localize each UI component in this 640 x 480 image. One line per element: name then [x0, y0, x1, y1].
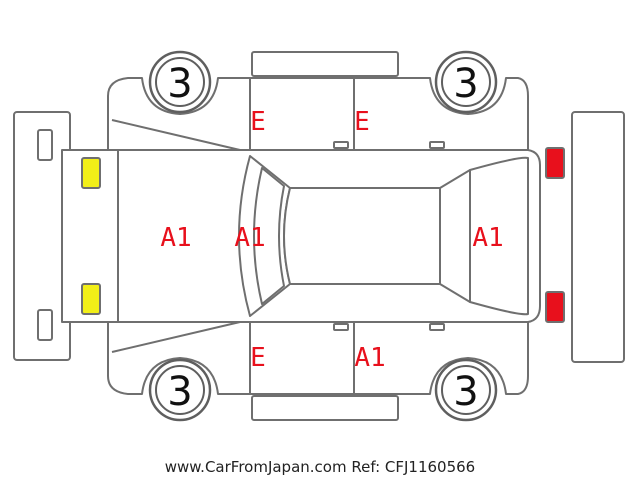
damage-code-rear-window: A1 [472, 223, 503, 253]
tire-rear-right-score: 3 [453, 369, 478, 415]
damage-code-hood: A1 [160, 223, 191, 253]
tire-front-left-score: 3 [167, 61, 192, 107]
tire-rear-left-score: 3 [453, 61, 478, 107]
rear-light-upper [545, 147, 565, 179]
tire-front-right-score: 3 [167, 369, 192, 415]
footer-reference: www.CarFromJapan.com Ref: CFJ1160566 [165, 458, 475, 476]
rear-light-lower [545, 291, 565, 323]
front-light-lower [81, 283, 101, 315]
damage-code-top-front-door: E [250, 107, 266, 137]
tire-front-right: 3 [148, 358, 212, 422]
tire-rear-right: 3 [434, 358, 498, 422]
right-side-panel [107, 321, 529, 421]
damage-code-bottom-front-door: E [250, 343, 266, 373]
cabin [238, 155, 529, 317]
left-side-panel [107, 51, 529, 151]
tire-rear-left: 3 [434, 50, 498, 114]
damage-code-bottom-rear-door: A1 [354, 343, 385, 373]
front-light-upper [81, 157, 101, 189]
damage-code-top-rear-door: E [354, 107, 370, 137]
rear-bumper [571, 111, 625, 363]
tire-front-left: 3 [148, 50, 212, 114]
damage-code-windshield: A1 [234, 223, 265, 253]
